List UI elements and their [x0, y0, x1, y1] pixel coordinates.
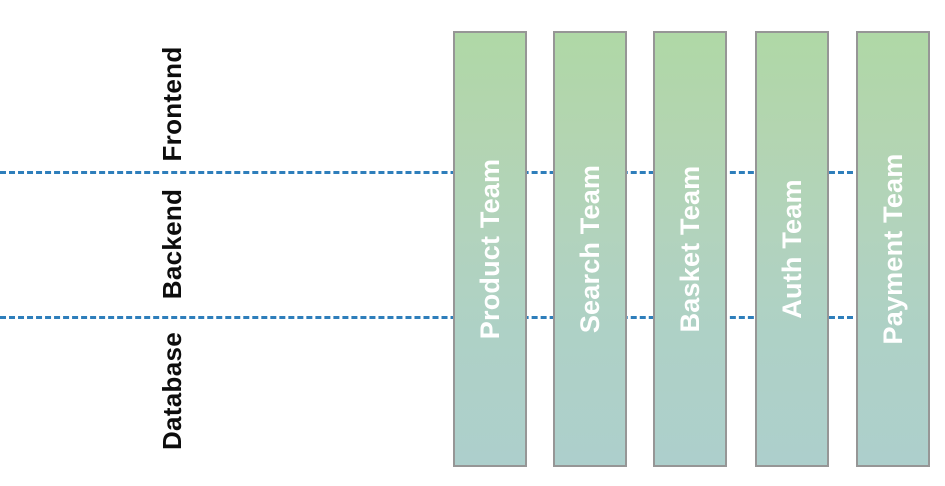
team-column-search[interactable]: Search Team — [553, 31, 627, 467]
team-column-payment[interactable]: Payment Team — [856, 31, 930, 467]
team-column-label: Product Team — [475, 158, 505, 340]
team-column-auth[interactable]: Auth Team — [755, 31, 829, 467]
team-column-label: Payment Team — [878, 153, 908, 345]
layer-divider-backend-database — [0, 316, 862, 319]
team-column-label: Basket Team — [675, 165, 705, 333]
layer-divider-frontend-backend — [0, 171, 862, 174]
team-column-basket[interactable]: Basket Team — [653, 31, 727, 467]
team-column-label: Auth Team — [777, 179, 807, 319]
team-column-product[interactable]: Product Team — [453, 31, 527, 467]
layer-label-database: Database — [157, 331, 187, 451]
team-column-label: Search Team — [575, 164, 605, 334]
